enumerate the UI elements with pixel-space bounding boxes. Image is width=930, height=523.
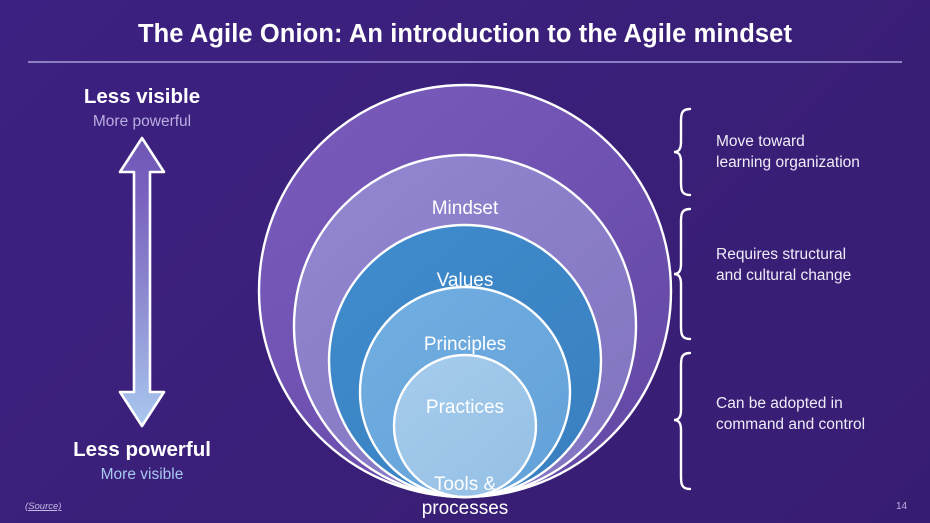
onion-circles bbox=[257, 83, 673, 499]
curly-brace-icon-3 bbox=[673, 351, 692, 491]
curly-brace-icon-2 bbox=[673, 207, 692, 341]
axis-bottom-primary-label: Less powerful bbox=[73, 438, 211, 461]
axis-label-top: Less visible More powerful bbox=[12, 84, 272, 133]
annotation-braces bbox=[673, 107, 692, 491]
title-divider bbox=[28, 61, 902, 63]
axis-top-primary-label: Less visible bbox=[83, 85, 201, 108]
axis-label-bottom: Less powerful More visible bbox=[12, 437, 272, 486]
annotation-note-1: Move toward learning organization bbox=[716, 133, 860, 171]
slide-title-container: The Agile Onion: An introduction to the … bbox=[0, 18, 930, 50]
annotation-note-3: Can be adopted in command and control bbox=[716, 395, 866, 433]
source-link[interactable]: (Source) bbox=[25, 501, 62, 512]
agile-onion-diagram: Mindset Values Principles Practices Tool… bbox=[253, 83, 677, 519]
onion-layer-tools bbox=[392, 353, 538, 499]
page-title: The Agile Onion: An introduction to the … bbox=[137, 20, 793, 48]
page-number: 14 bbox=[896, 501, 908, 512]
double-headed-vertical-arrow-icon bbox=[118, 136, 166, 428]
axis-bottom-secondary-label: More visible bbox=[100, 466, 184, 483]
curly-brace-icon-1 bbox=[673, 107, 692, 197]
annotation-note-2: Requires structural and cultural change bbox=[716, 246, 852, 284]
axis-top-secondary-label: More powerful bbox=[92, 113, 192, 130]
